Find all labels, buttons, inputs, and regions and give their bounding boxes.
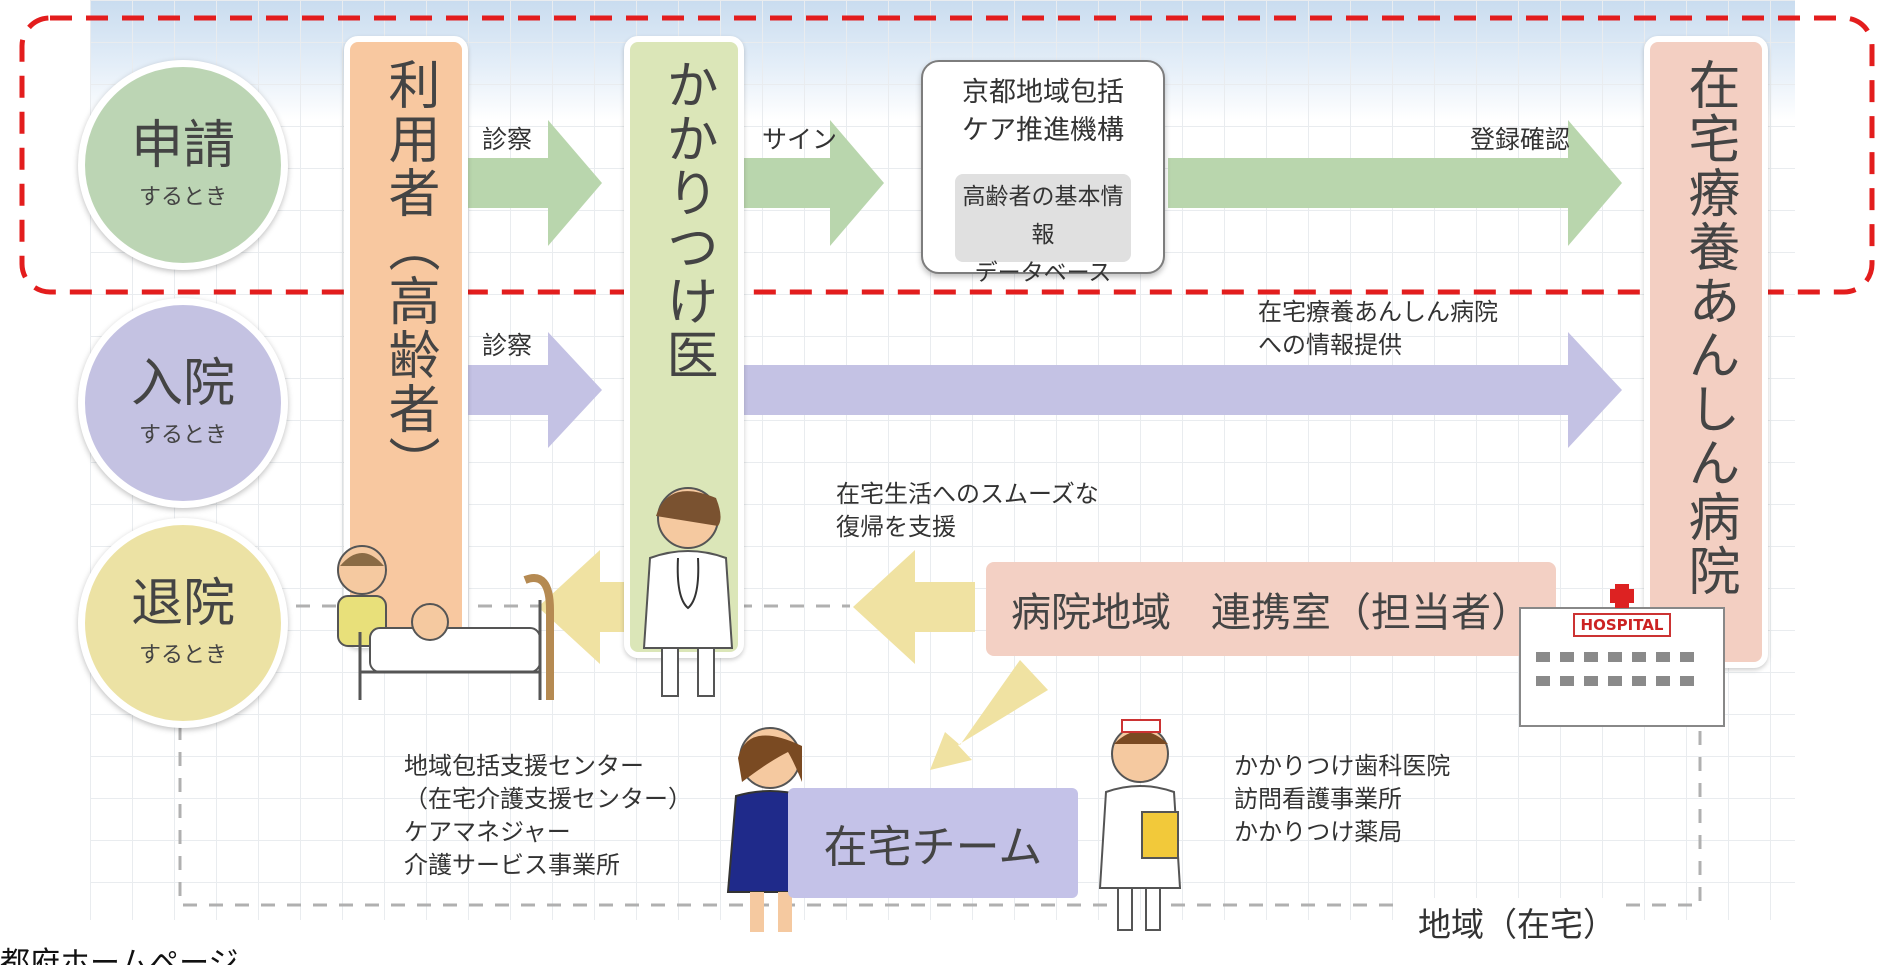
- smooth-line-1: 在宅生活へのスムーズな: [836, 480, 1099, 508]
- row-apply-circle: 申請 するとき: [78, 60, 288, 270]
- kyoto-org-title-2: ケア推進機構: [962, 115, 1124, 146]
- home-team-box: 在宅チーム: [788, 788, 1078, 898]
- highlight-apply-row: [19, 15, 1875, 295]
- nurse-illustration: [1098, 719, 1182, 931]
- label-sign: サイン: [762, 125, 838, 154]
- region-boundary-line: [178, 660, 1702, 907]
- row-apply-label: 申請: [130, 115, 235, 176]
- row-discharge-sub: するとき: [138, 643, 227, 669]
- arrow-sign: [740, 120, 884, 246]
- info-line-2: への情報提供: [1258, 331, 1402, 359]
- kyoto-org-title-1: 京都地域包括: [962, 77, 1124, 108]
- label-exam-admit: 診察: [482, 331, 533, 360]
- arrow-return-doctor: [853, 550, 975, 664]
- arrow-return-user: [538, 550, 625, 664]
- info-line-1: 在宅療養あんしん病院: [1258, 298, 1498, 326]
- hospital-sign-text: HOSPITAL: [1580, 616, 1664, 634]
- home-team-label: 在宅チーム: [823, 822, 1043, 873]
- database-label-2: データベース: [974, 260, 1112, 286]
- row-discharge-circle: 退院 するとき: [78, 518, 288, 728]
- left-member-3: ケアマネジャー: [404, 818, 571, 846]
- row-admit-label: 入院: [130, 353, 235, 414]
- left-members-list: 地域包括支援センター （在宅介護支援センター） ケアマネジャー 介護サービス事業…: [404, 750, 692, 882]
- right-member-2: 訪問看護事業所: [1234, 785, 1402, 813]
- arrow-confirm: [1168, 120, 1622, 246]
- doctor-column-label: かかりつけ医: [657, 58, 717, 382]
- row-apply-sub: するとき: [138, 185, 227, 211]
- label-smooth-return: 在宅生活へのスムーズな 復帰を支援: [836, 478, 1099, 544]
- kyoto-org-box: 京都地域包括 ケア推進機構 高齢者の基本情報 データベース: [921, 60, 1165, 286]
- arrow-to-team: [930, 660, 1048, 770]
- source-caption: 都府ホームページ: [0, 946, 239, 965]
- left-member-1: 地域包括支援センター: [404, 752, 644, 780]
- doctor-illustration: [642, 487, 734, 697]
- arrow-info: [740, 332, 1622, 448]
- right-members-list: かかりつけ歯科医院 訪問看護事業所 かかりつけ薬局: [1234, 750, 1450, 849]
- arrow-exam-admit: [468, 332, 602, 448]
- patient-in-bed-illustration: [337, 545, 554, 700]
- arrow-exam-apply: [468, 120, 602, 246]
- user-column-label: 利用者（高齢者）: [379, 58, 439, 490]
- right-member-3: かかりつけ薬局: [1234, 818, 1403, 846]
- elderly-database-box: 高齢者の基本情報 データベース: [955, 174, 1131, 286]
- hospital-building-icon: HOSPITAL: [1516, 578, 1728, 728]
- database-label-1: 高齢者の基本情報: [962, 184, 1124, 248]
- label-info-provision: 在宅療養あんしん病院 への情報提供: [1258, 296, 1498, 362]
- liaison-office-label: 病院地域 連携室（担当者）: [1011, 590, 1531, 636]
- label-exam-apply: 診察: [482, 125, 533, 154]
- left-member-4: 介護サービス事業所: [404, 851, 620, 879]
- right-member-1: かかりつけ歯科医院: [1234, 752, 1451, 780]
- row-admit-sub: するとき: [138, 423, 227, 449]
- row-discharge-label: 退院: [130, 573, 235, 634]
- region-label: 地域（在宅）: [1410, 898, 1624, 946]
- user-column: [344, 36, 468, 648]
- hospital-column-label: 在宅療養あんしん病院: [1679, 58, 1739, 598]
- hospital-column: [1644, 36, 1768, 668]
- label-confirm: 登録確認: [1470, 125, 1571, 154]
- liaison-office-box: 病院地域 連携室（担当者）: [986, 562, 1556, 656]
- smooth-line-2: 復帰を支援: [836, 513, 956, 541]
- left-member-2: （在宅介護支援センター）: [404, 785, 692, 813]
- row-admit-circle: 入院 するとき: [78, 298, 288, 508]
